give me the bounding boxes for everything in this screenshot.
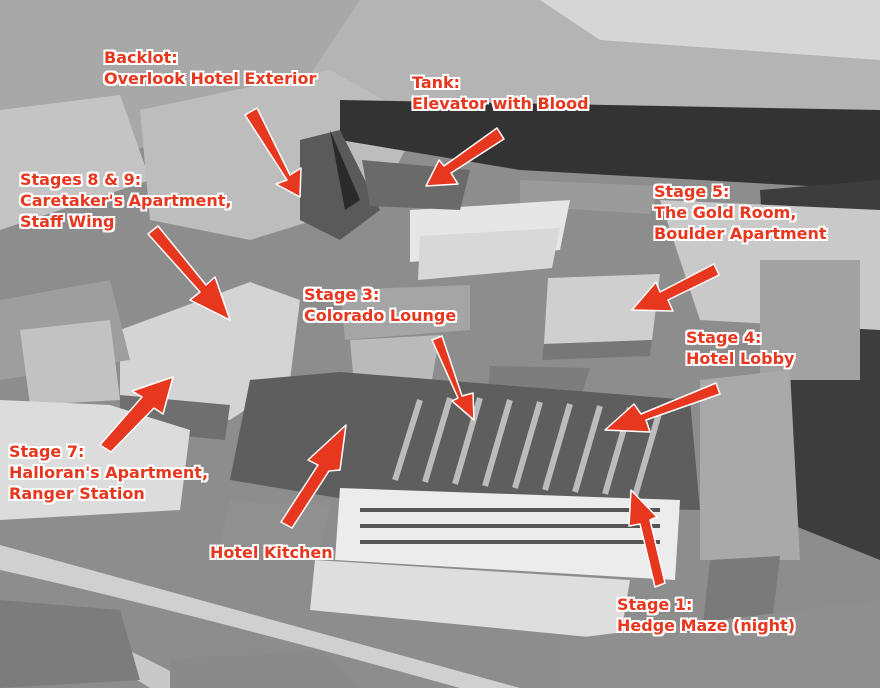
label-stage-5-line-1: Stage 5: [654,182,730,201]
label-stage-5: Stage 5: The Gold Room, Boulder Apartmen… [654,181,827,244]
label-stage-7-line-3: Ranger Station [9,484,145,503]
label-stage-1-line-2: Hedge Maze (night) [617,616,796,635]
label-tank: Tank: Elevator with Blood [412,72,589,114]
label-stages-8-9-line-3: Staff Wing [20,212,115,231]
label-stage-7-line-2: Halloran's Apartment, [9,463,209,482]
label-hotel-kitchen-line-1: Hotel Kitchen [210,543,333,562]
stage5-arrow [631,263,720,312]
label-stage-7-line-1: Stage 7: [9,442,85,461]
label-stage-4-line-2: Hotel Lobby [686,349,795,368]
label-stage-5-line-3: Boulder Apartment [654,224,827,243]
stage1-arrow [628,489,666,588]
label-stage-4: Stage 4: Hotel Lobby [686,327,794,369]
label-stage-1: Stage 1: Hedge Maze (night) [617,594,795,636]
label-stages-8-9-line-2: Caretaker's Apartment, [20,191,232,210]
backlot-arrow [244,107,302,198]
label-backlot-line-2: Overlook Hotel Exterior [104,69,317,88]
label-stage-3-line-1: Stage 3: [304,285,380,304]
label-stages-8-9: Stages 8 & 9: Caretaker's Apartment, Sta… [20,169,231,232]
label-stages-8-9-line-1: Stages 8 & 9: [20,170,142,189]
label-stage-3: Stage 3: Colorado Lounge [304,284,456,326]
label-hotel-kitchen: Hotel Kitchen [210,542,333,563]
label-tank-line-2: Elevator with Blood [412,94,589,113]
tank-arrow [425,127,505,187]
stages89-arrow [147,225,231,321]
label-stage-4-line-1: Stage 4: [686,328,762,347]
stage4-arrow [604,382,721,433]
kitchen-arrow [280,424,347,529]
label-backlot-line-1: Backlot: [104,48,178,67]
stage7-arrow [99,376,174,453]
label-stage-1-line-1: Stage 1: [617,595,693,614]
label-stage-3-line-2: Colorado Lounge [304,306,457,325]
label-backlot: Backlot: Overlook Hotel Exterior [104,47,316,89]
label-stage-5-line-2: The Gold Room, [654,203,797,222]
stage3-arrow [431,335,475,421]
label-stage-7: Stage 7: Halloran's Apartment, Ranger St… [9,441,208,504]
label-tank-line-1: Tank: [412,73,461,92]
